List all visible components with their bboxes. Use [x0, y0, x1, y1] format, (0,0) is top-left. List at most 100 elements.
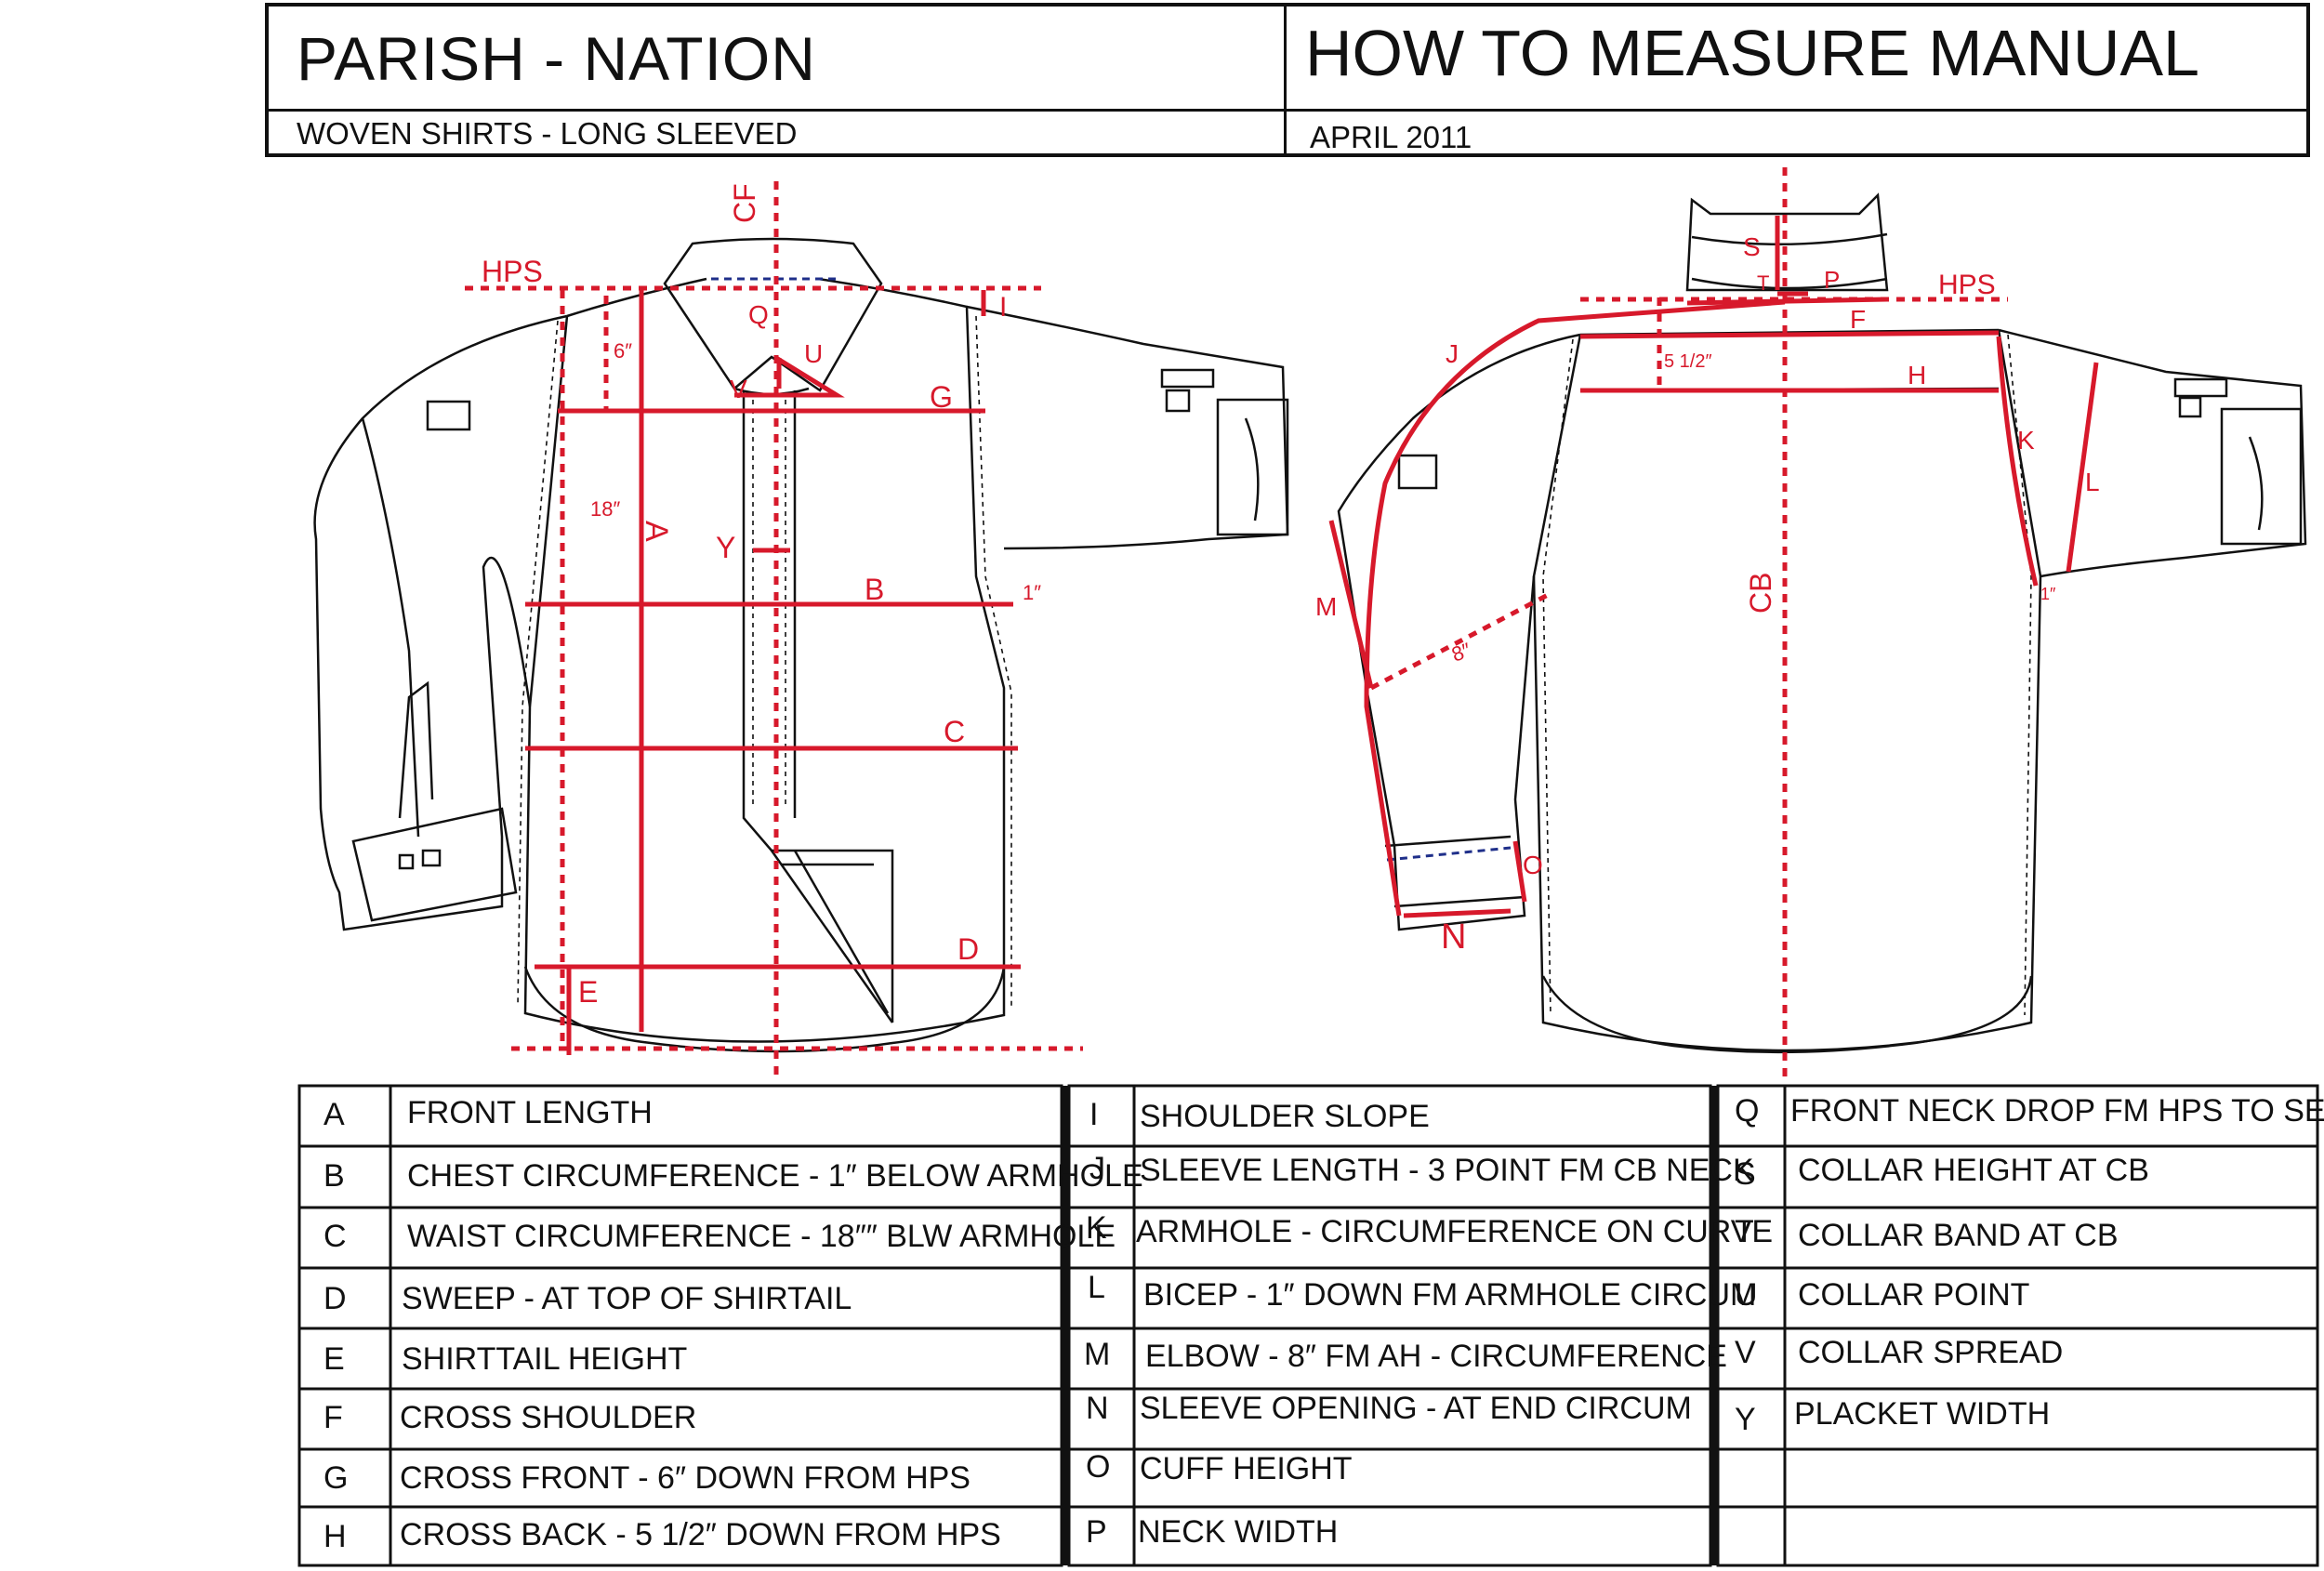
one-in-front-label: 1″ — [1023, 581, 1041, 604]
legend-code: C — [324, 1219, 347, 1254]
hps-front-label: HPS — [482, 255, 543, 288]
legend-code: T — [1735, 1214, 1754, 1249]
label-O: O — [1523, 851, 1543, 879]
legend-code: I — [1089, 1097, 1099, 1132]
measure-line-F — [1579, 330, 2000, 339]
label-U: U — [804, 339, 823, 368]
five-half-in-label: 5 1/2″ — [1664, 351, 1712, 372]
legend-desc: FRONT LENGTH — [407, 1095, 653, 1130]
measure-line-K — [1996, 336, 2039, 587]
legend-code: M — [1084, 1337, 1111, 1372]
legend-desc: COLLAR BAND AT CB — [1798, 1218, 2119, 1253]
measure-line-U-V — [734, 355, 845, 398]
brand-name: PARISH - NATION — [297, 24, 816, 93]
eight-in-line — [1369, 592, 1550, 691]
manual-title: HOW TO MEASURE MANUAL — [1305, 17, 2199, 89]
label-T: T — [1757, 271, 1769, 295]
legend-code: F — [324, 1400, 343, 1435]
front-measurement-lines — [465, 181, 1083, 1078]
cb-label: CB — [1744, 573, 1777, 614]
cf-label: CF — [728, 183, 761, 223]
legend-desc: CROSS FRONT - 6″ DOWN FROM HPS — [400, 1460, 971, 1496]
legend-desc: SWEEP - AT TOP OF SHIRTAIL — [402, 1281, 852, 1316]
legend-desc: SHIRTTAIL HEIGHT — [402, 1341, 688, 1377]
legend-code: V — [1735, 1335, 1756, 1370]
legend-code: K — [1086, 1210, 1107, 1246]
legend-desc: CUFF HEIGHT — [1140, 1451, 1353, 1486]
title-block: PARISH - NATION HOW TO MEASURE MANUAL WO… — [265, 3, 2310, 157]
legend-code: D — [324, 1281, 347, 1316]
label-F: F — [1850, 305, 1866, 334]
legend-desc: NECK WIDTH — [1138, 1514, 1339, 1550]
label-A: A — [639, 521, 674, 542]
legend-desc: BICEP - 1″ DOWN FM ARMHOLE CIRCUM — [1143, 1277, 1757, 1313]
label-L: L — [2085, 468, 2100, 496]
label-D: D — [957, 932, 979, 966]
label-S: S — [1743, 232, 1761, 261]
six-in-label: 6″ — [614, 339, 632, 363]
legend-desc: COLLAR SPREAD — [1798, 1335, 2064, 1370]
label-Y: Y — [716, 531, 735, 564]
measure-line-J — [1364, 299, 1786, 917]
measure-line-M — [1328, 520, 1374, 689]
label-N: N — [1441, 918, 1466, 957]
header-divider-horizontal — [269, 109, 2306, 112]
eighteen-in-label: 18″ — [590, 497, 620, 521]
legend-desc: CROSS BACK - 5 1/2″ DOWN FROM HPS — [400, 1517, 1001, 1552]
legend-desc: CHEST CIRCUMFERENCE - 1″ BELOW ARMHOLE — [407, 1158, 1143, 1194]
legend-code: S — [1735, 1156, 1756, 1192]
label-B: B — [865, 573, 884, 606]
legend-desc: WAIST CIRCUMFERENCE - 18″″ BLW ARMHOLE — [407, 1219, 1116, 1254]
legend-code: U — [1735, 1277, 1758, 1313]
label-Q: Q — [748, 300, 769, 329]
legend-code: P — [1086, 1514, 1107, 1550]
measurement-legend: A FRONT LENGTH B CHEST CIRCUMFERENCE - 1… — [297, 1084, 2324, 1571]
label-G: G — [930, 380, 953, 414]
label-K: K — [2017, 426, 2035, 455]
legend-code: A — [324, 1097, 345, 1132]
measure-line-N — [1403, 908, 1512, 918]
legend-code: J — [1089, 1151, 1105, 1186]
label-M: M — [1315, 592, 1337, 621]
label-H: H — [1908, 361, 1926, 389]
legend-desc: SHOULDER SLOPE — [1140, 1099, 1430, 1134]
legend-desc: FRONT NECK DROP FM HPS TO SEAM — [1790, 1093, 2324, 1129]
legend-code: N — [1086, 1391, 1109, 1426]
label-C: C — [944, 715, 965, 748]
hps-back-label: HPS — [1938, 270, 1996, 300]
eight-in-label: 8″ — [1448, 638, 1474, 666]
legend-code: H — [324, 1519, 347, 1554]
legend-desc: SLEEVE LENGTH - 3 POINT FM CB NECK — [1140, 1153, 1754, 1188]
measure-line-L — [2066, 362, 2099, 573]
back-measurement-lines — [1328, 167, 2099, 1078]
header-divider-vertical — [1284, 7, 1287, 153]
legend-desc: PLACKET WIDTH — [1794, 1396, 2051, 1432]
front-shirt-outline — [313, 237, 1289, 1053]
legend-desc: COLLAR POINT — [1798, 1277, 2030, 1313]
legend-desc: ARMHOLE - CIRCUMFERENCE ON CURVE — [1136, 1214, 1774, 1249]
legend-code: O — [1086, 1449, 1111, 1485]
issue-date: APRIL 2011 — [1310, 120, 1472, 154]
shirt-measurement-diagram: .blk{fill:none;stroke:#111;stroke-width:… — [313, 167, 2307, 1078]
legend-code: G — [324, 1460, 349, 1496]
legend-desc: ELBOW - 8″ FM AH - CIRCUMFERENCE — [1145, 1339, 1727, 1374]
garment-type: WOVEN SHIRTS - LONG SLEEVED — [297, 116, 798, 151]
measure-line-P — [1686, 297, 1888, 306]
diagram-labels: CF HPS 6″ 18″ 1″ A B C D E G I Q U V Y C… — [482, 183, 2100, 1009]
legend-code: B — [324, 1158, 345, 1194]
legend-code: Y — [1735, 1402, 1756, 1437]
one-in-back-label: 1″ — [2040, 585, 2056, 603]
legend-code: Q — [1735, 1093, 1760, 1129]
back-shirt-outline — [1337, 192, 2307, 1054]
legend-desc: SLEEVE OPENING - AT END CIRCUM — [1140, 1391, 1692, 1426]
legend-code: E — [324, 1341, 345, 1377]
legend-desc: COLLAR HEIGHT AT CB — [1798, 1153, 2149, 1188]
label-J: J — [1446, 339, 1459, 368]
label-E: E — [578, 975, 598, 1009]
measure-line-O — [1512, 840, 1527, 903]
legend-desc: CROSS SHOULDER — [400, 1400, 697, 1435]
label-I: I — [999, 292, 1007, 323]
legend-grid — [297, 1084, 2319, 1567]
legend-code: L — [1088, 1270, 1105, 1305]
label-P: P — [1824, 266, 1840, 294]
